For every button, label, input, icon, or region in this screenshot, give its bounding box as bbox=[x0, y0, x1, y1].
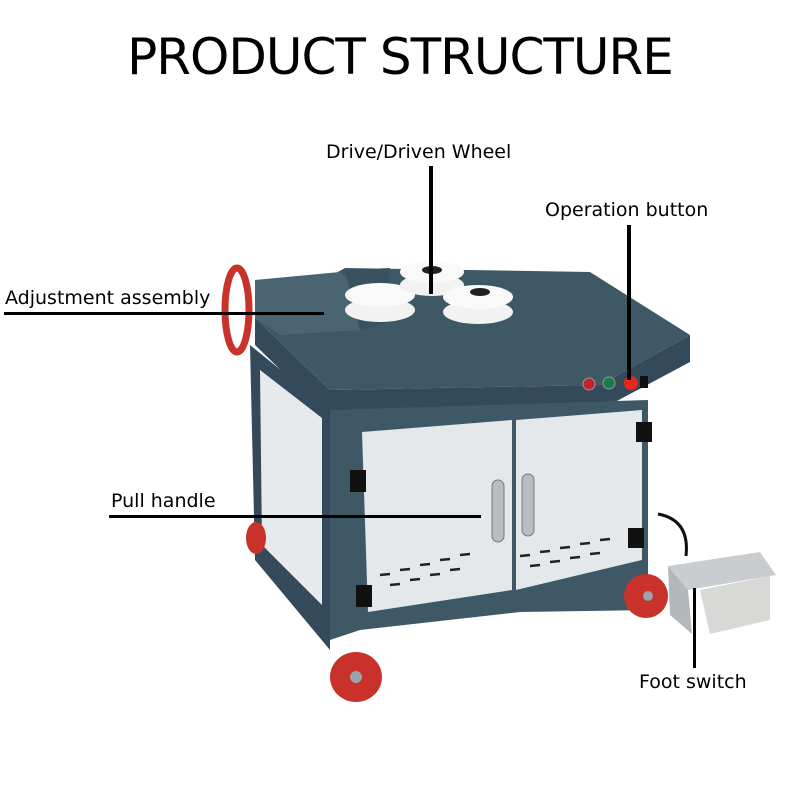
callout-operation-button-label: Operation button bbox=[545, 199, 709, 221]
pull-handle-left bbox=[491, 479, 505, 543]
callout-pull-handle-line bbox=[109, 515, 481, 518]
callout-foot-switch-label: Foot switch bbox=[639, 671, 747, 693]
foot-switch-pedal bbox=[700, 576, 770, 634]
button-red bbox=[582, 377, 596, 391]
roller-3-top bbox=[443, 285, 513, 309]
hinge bbox=[628, 528, 644, 548]
hinge bbox=[350, 470, 366, 492]
door-vents bbox=[379, 537, 611, 587]
callout-drive-wheel-label: Drive/Driven Wheel bbox=[326, 141, 512, 163]
pull-handle-right bbox=[521, 473, 535, 537]
button-green bbox=[602, 376, 616, 390]
callout-adjustment-assembly-line bbox=[4, 312, 324, 315]
caster-back-left bbox=[246, 522, 266, 554]
machine-top-edge bbox=[255, 318, 690, 418]
adjustment-block bbox=[255, 272, 360, 335]
side-panel bbox=[260, 370, 322, 605]
page-title: PRODUCT STRUCTURE bbox=[127, 28, 674, 86]
adjustment-handwheel bbox=[221, 264, 253, 356]
callout-pull-handle-label: Pull handle bbox=[111, 490, 216, 512]
callout-adjustment-assembly-label: Adjustment assembly bbox=[5, 287, 211, 309]
callout-foot-switch-line bbox=[693, 588, 696, 668]
callout-drive-wheel-line bbox=[429, 166, 433, 294]
callout-operation-button-line bbox=[627, 225, 631, 380]
foot-switch-cable bbox=[657, 512, 688, 557]
foot-switch-cover bbox=[668, 552, 776, 590]
button-switch bbox=[640, 376, 648, 388]
roller-1-top bbox=[345, 283, 415, 307]
hinge bbox=[356, 585, 372, 607]
cabinet-door-right bbox=[516, 410, 642, 590]
foot-switch-front bbox=[668, 566, 692, 634]
hinge bbox=[636, 422, 652, 442]
